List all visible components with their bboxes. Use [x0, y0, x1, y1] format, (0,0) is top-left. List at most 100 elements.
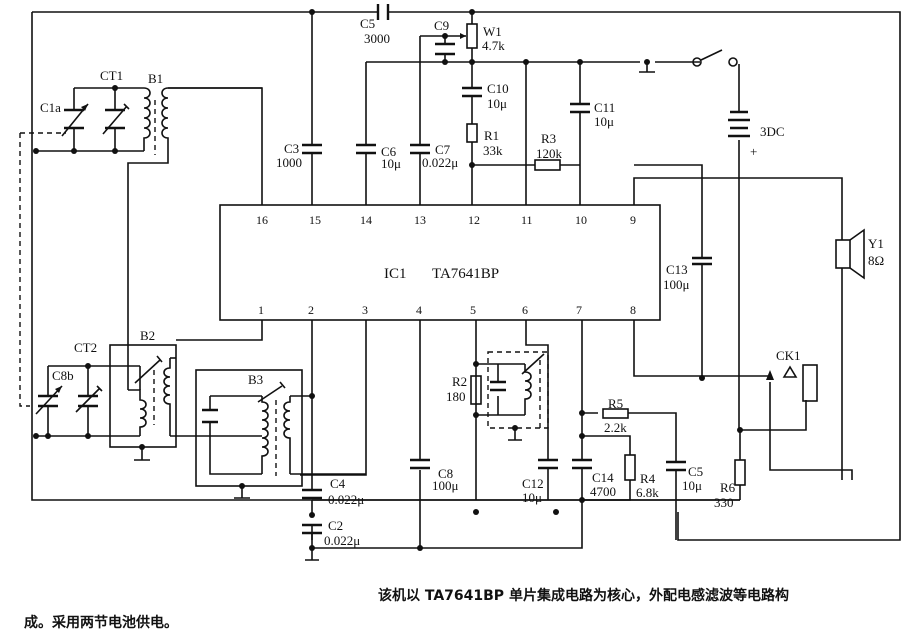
resistor-r6 [734, 459, 746, 486]
potentiometer-w1 [460, 23, 478, 49]
label-ct2: CT2 [74, 340, 97, 355]
value-c12: 10μ [522, 490, 542, 505]
ic-part-number: TA7641BP [432, 266, 499, 282]
ic-pin-5: 5 [470, 303, 476, 317]
value-c3: 1000 [276, 155, 302, 170]
transformer-b3 [196, 381, 291, 476]
power-switch [692, 49, 738, 67]
resistor-r1 [466, 123, 478, 143]
label-r4: R4 [640, 471, 656, 486]
label-c1a: C1a [40, 100, 61, 115]
capacitor-c9 [435, 42, 455, 56]
label-r6: R6 [720, 480, 736, 495]
value-c14: 4700 [590, 484, 616, 499]
value-c4: 0.022μ [328, 492, 364, 507]
value-c10: 10μ [487, 96, 507, 111]
ic-ref: IC1 [384, 266, 407, 282]
capacitor-c4 [302, 488, 322, 500]
ic-body [219, 204, 661, 321]
label-c3: C3 [284, 141, 299, 156]
ic-pin-3: 3 [362, 303, 368, 317]
ic-pin-7: 7 [576, 303, 582, 317]
caption-line-2: 成。采用两节电池供电。 [24, 615, 178, 631]
label-c11: C11 [594, 100, 615, 115]
ic-pin-13: 13 [414, 213, 426, 227]
ground-symbol [234, 486, 250, 499]
value-w1: 4.7k [482, 38, 505, 53]
value-c11: 10μ [594, 114, 614, 129]
if-filter-coil [476, 351, 549, 441]
value-r5: 2.2k [604, 420, 627, 435]
trimmer-ct1 [102, 103, 130, 135]
label-c14: C14 [592, 470, 614, 485]
ground-symbol [639, 62, 655, 73]
label-b1: B1 [148, 71, 163, 86]
battery-3dc [728, 110, 750, 138]
capacitor-c8 [410, 458, 430, 470]
transformer-b1 [143, 87, 169, 155]
ic-pin-6: 6 [522, 303, 528, 317]
value-r3: 120k [536, 146, 563, 161]
capacitor-c7 [410, 143, 430, 155]
ic-pin-11: 11 [521, 213, 533, 227]
ic-pin-2: 2 [308, 303, 314, 317]
label-r3: R3 [541, 131, 556, 146]
capacitor-c13 [692, 256, 712, 266]
label-c12: C12 [522, 476, 544, 491]
label-c5-top: C5 [360, 16, 375, 31]
transformer-b2 [128, 355, 176, 436]
value-r4: 6.8k [636, 485, 659, 500]
ic-pin-4: 4 [416, 303, 422, 317]
label-w1: W1 [483, 24, 502, 39]
label-b3: B3 [248, 372, 263, 387]
ic-pin-15: 15 [309, 213, 321, 227]
capacitor-c12 [538, 458, 558, 470]
label-c9: C9 [434, 18, 449, 33]
caption-line-1: 该机以 TA7641BP 单片集成电路为核心，外配电感滤波等电路构 [378, 588, 789, 604]
label-r1: R1 [484, 128, 499, 143]
resistor-r4 [624, 454, 636, 481]
ic-pin-14: 14 [360, 213, 372, 227]
ic-pin-8: 8 [630, 303, 636, 317]
battery-polarity: + [750, 144, 757, 159]
resistor-r5 [602, 408, 629, 419]
value-r6: 330 [714, 495, 734, 510]
label-c6: C6 [381, 144, 397, 159]
label-b2: B2 [140, 328, 155, 343]
value-r1: 33k [483, 143, 503, 158]
variable-capacitor-c8b [35, 385, 63, 415]
resistor-r3 [534, 159, 561, 171]
capacitor-c11 [570, 102, 590, 114]
speaker-y1 [835, 228, 865, 280]
label-c8: C8 [438, 466, 453, 481]
capacitor-c10 [462, 86, 482, 98]
ic-pin-12: 12 [468, 213, 480, 227]
label-c5-bottom: C5 [688, 464, 703, 479]
label-c2: C2 [328, 518, 343, 533]
label-battery: 3DC [760, 124, 785, 139]
capacitor-c14 [572, 458, 592, 470]
variable-capacitor-c1a [61, 103, 89, 137]
capacitor-c2 [302, 523, 322, 561]
ic-pin-9: 9 [630, 213, 636, 227]
labels: IC1 TA7641BP 16 15 14 13 12 11 10 9 1 2 … [40, 16, 884, 548]
ground-symbol [134, 447, 150, 461]
value-c5-top: 3000 [364, 31, 390, 46]
label-c10: C10 [487, 81, 509, 96]
label-r5: R5 [608, 396, 623, 411]
jack-ck1 [766, 364, 818, 402]
trimmer-ct2 [75, 385, 103, 413]
capacitor-c6 [356, 143, 376, 155]
label-c8b: C8b [52, 368, 74, 383]
value-c6: 10μ [381, 156, 401, 171]
label-c13: C13 [666, 262, 688, 277]
label-c7: C7 [435, 142, 451, 157]
ic-pin-1: 1 [258, 303, 264, 317]
label-ck1: CK1 [776, 348, 801, 363]
ic-pin-16: 16 [256, 213, 268, 227]
value-c5-bottom: 10μ [682, 478, 702, 493]
capacitor-c3 [302, 143, 322, 155]
ic-pin-10: 10 [575, 213, 587, 227]
label-r2: R2 [452, 374, 467, 389]
